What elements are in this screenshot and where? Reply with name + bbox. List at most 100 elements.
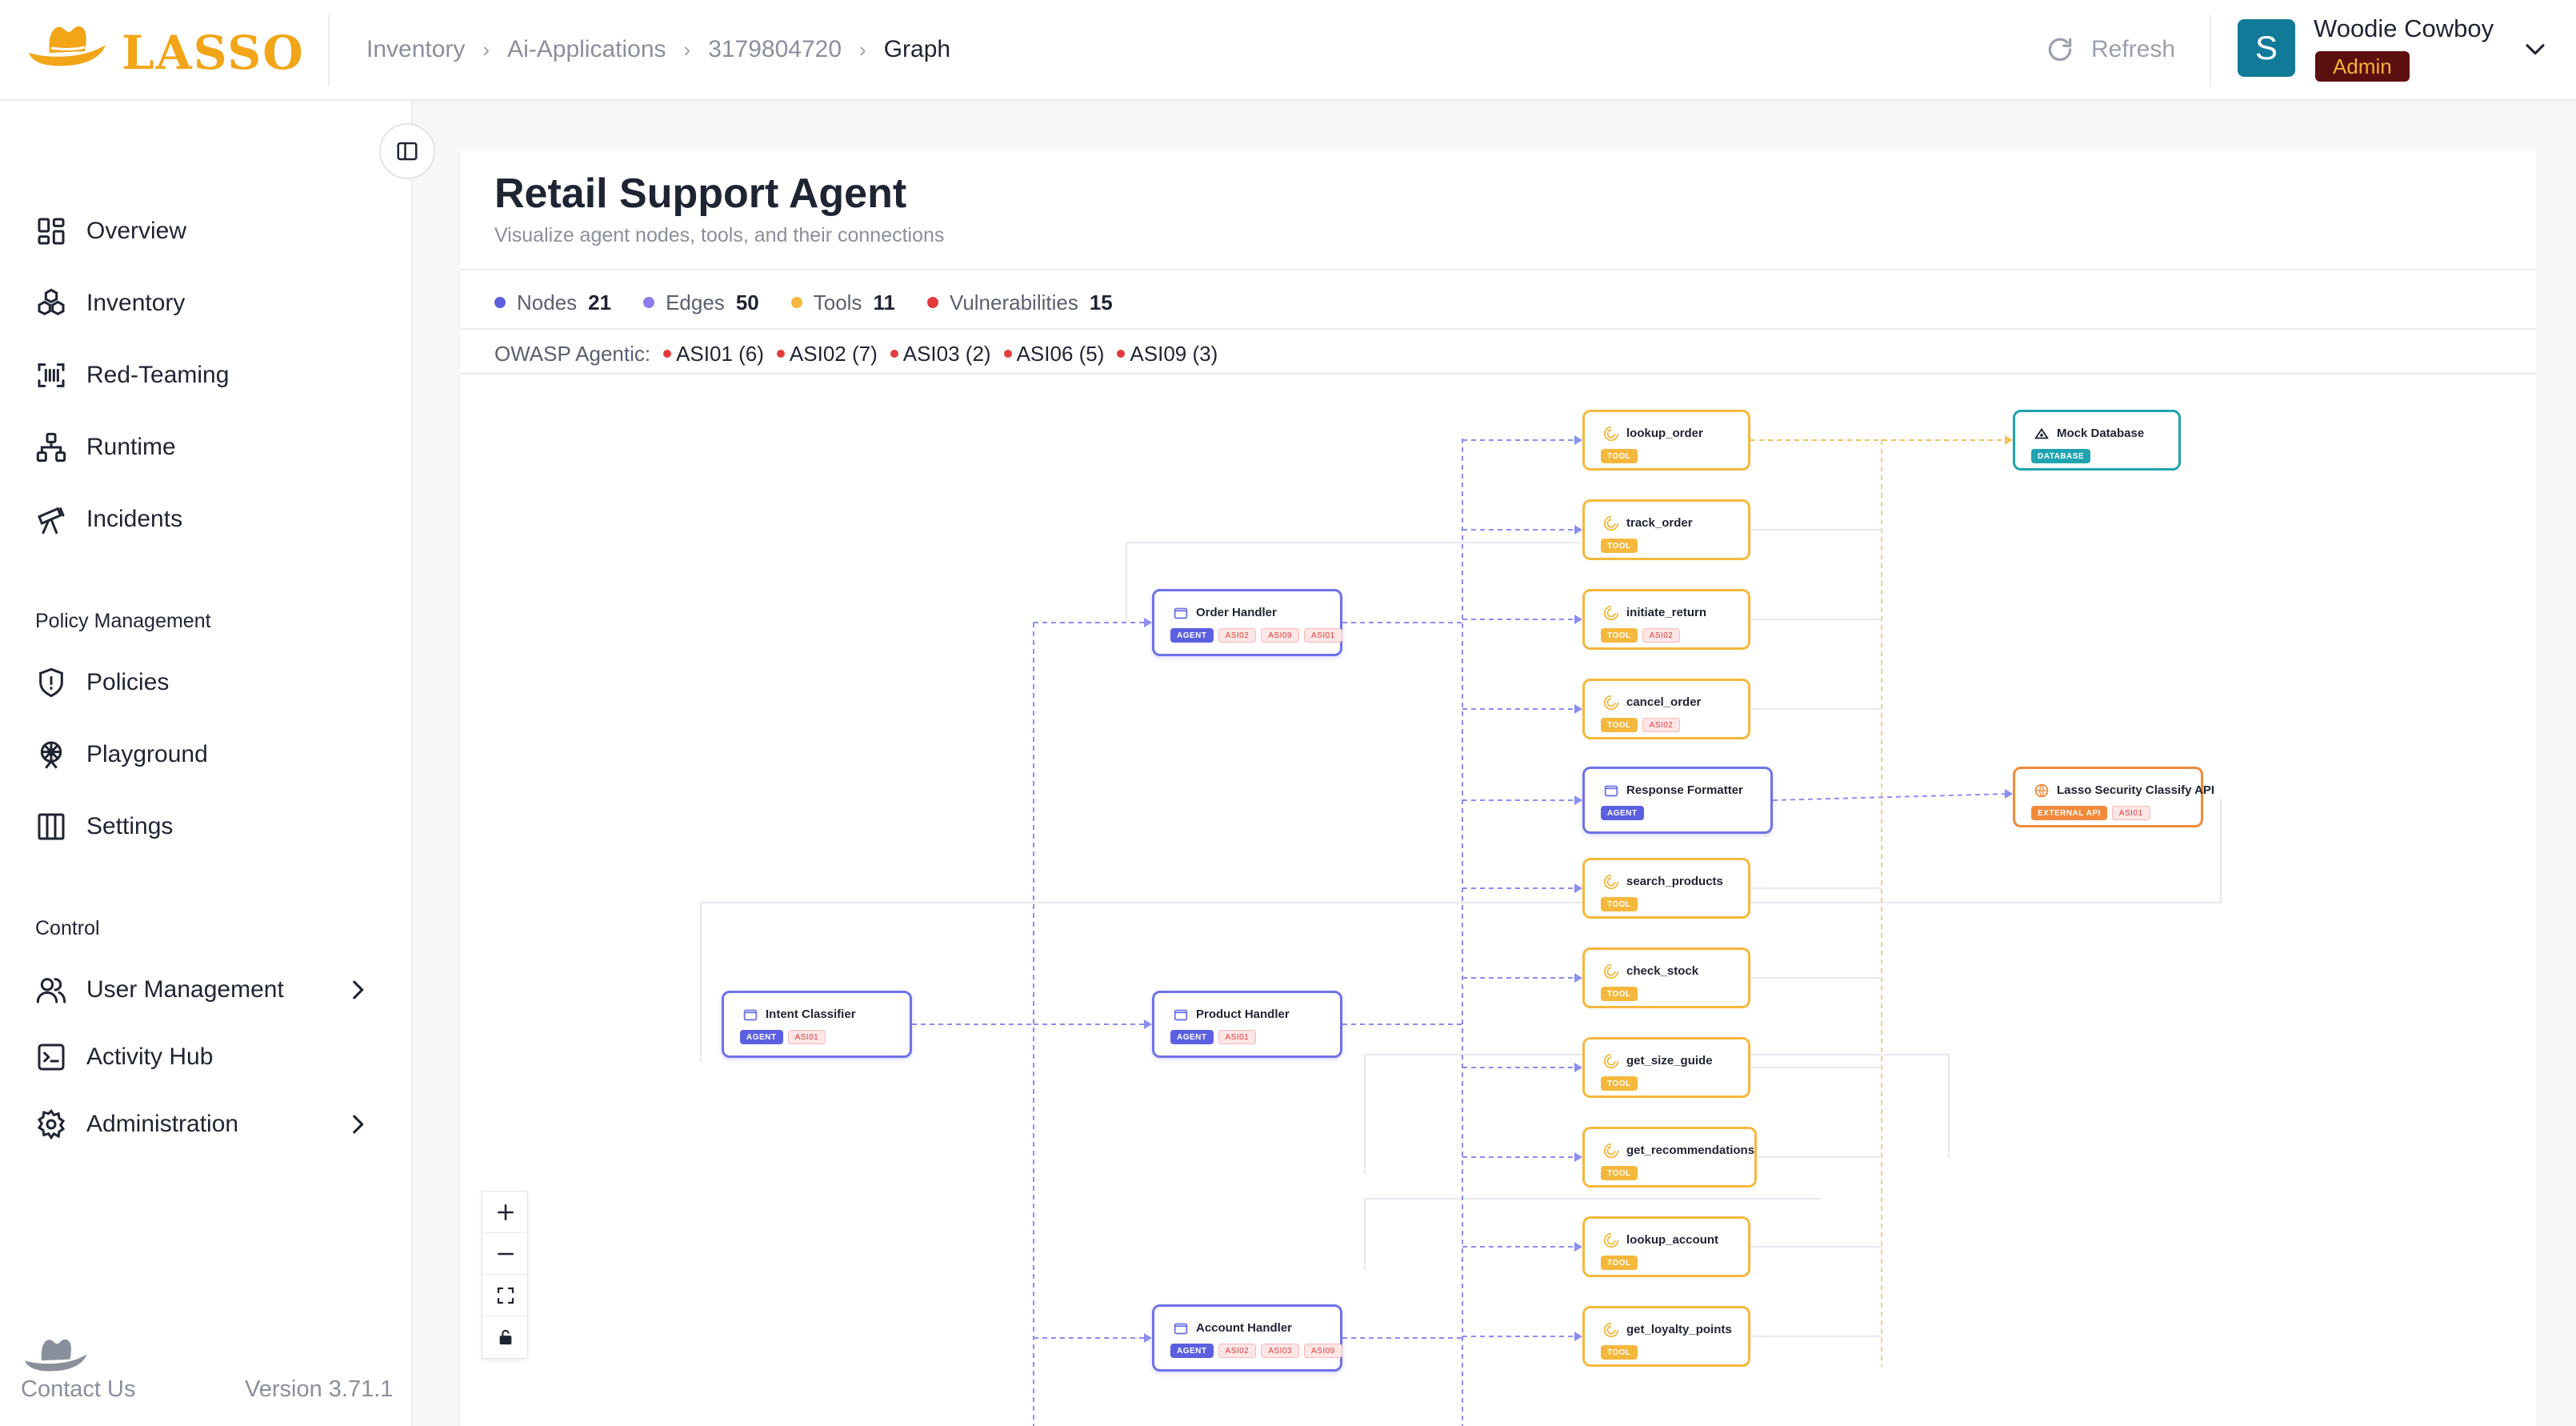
- divider: [461, 373, 2536, 375]
- header-divider: [328, 14, 330, 86]
- tool-icon: [1603, 695, 1619, 711]
- chevron-right-icon: ›: [482, 37, 490, 62]
- graph-edge: [1126, 542, 1581, 623]
- node-type-badge: TOOL: [1601, 1345, 1638, 1360]
- breadcrumb-inventory[interactable]: Inventory: [366, 36, 466, 62]
- owasp-tag-asi03[interactable]: ASI03 (2): [890, 342, 991, 367]
- avatar[interactable]: S: [2238, 19, 2295, 77]
- sidebar-toggle-icon: [397, 142, 418, 161]
- tool-icon: [1603, 874, 1619, 890]
- edge-arrow: [1574, 883, 1582, 893]
- edge-arrow: [1574, 795, 1582, 805]
- sidebar-item-label: Policies: [86, 669, 170, 695]
- edge-arrow: [1574, 704, 1582, 714]
- scan-icon: [38, 363, 65, 387]
- sidebar-item-incidents[interactable]: Incidents: [35, 499, 371, 539]
- version-label: Version 3.71.1: [245, 1376, 394, 1402]
- node-type-badge: EXTERNAL API: [2031, 806, 2107, 820]
- edge-arrow: [2005, 435, 2013, 445]
- contact-us-link[interactable]: Contact Us: [21, 1376, 136, 1402]
- sidebar-item-activity-hub[interactable]: Activity Hub: [35, 1037, 371, 1077]
- graph-edge: [1772, 793, 2010, 801]
- owasp-tag-asi06[interactable]: ASI06 (5): [1003, 342, 1104, 367]
- zoom-in-button[interactable]: [482, 1192, 529, 1233]
- stat-label: Nodes: [517, 290, 578, 314]
- vulnerability-badge: ASI02: [1642, 718, 1681, 732]
- sidebar-item-inventory[interactable]: Inventory: [35, 283, 371, 323]
- gear-icon: [37, 1108, 66, 1140]
- lasso-logo[interactable]: LASSO: [22, 21, 303, 80]
- sidebar-item-red-teaming[interactable]: Red-Teaming: [35, 355, 371, 395]
- lock-button[interactable]: [482, 1316, 529, 1358]
- sidebar-item-runtime[interactable]: Runtime: [35, 427, 371, 467]
- edge-arrow: [1574, 973, 1582, 983]
- refresh-button[interactable]: Refresh: [2045, 32, 2175, 67]
- node-label: check_stock: [1626, 964, 1699, 978]
- tool-icon: [1603, 515, 1619, 531]
- node-label: Order Handler: [1196, 606, 1277, 619]
- collapse-sidebar-button[interactable]: [379, 123, 435, 179]
- graph-edges: [700, 435, 2222, 1426]
- sidebar-item-overview[interactable]: Overview: [35, 211, 371, 251]
- sidebar-item-policies[interactable]: Policies: [35, 663, 371, 703]
- columns-icon: [38, 813, 65, 840]
- node-label: cancel_order: [1626, 695, 1702, 709]
- nodes-dot-icon: [494, 297, 506, 308]
- node-badges: TOOL: [1601, 897, 1642, 911]
- breadcrumb-app-id[interactable]: 3179804720: [708, 36, 842, 62]
- chevron-right-icon: ›: [683, 37, 691, 62]
- node-label: Response Formatter: [1626, 783, 1743, 797]
- sidebar-item-label: Activity Hub: [86, 1043, 214, 1070]
- sidebar-item-playground[interactable]: Playground: [35, 735, 371, 775]
- user-menu-chevron-down-icon[interactable]: [2522, 35, 2549, 66]
- vulnerability-badge: ASI01: [1304, 628, 1342, 643]
- chevron-right-icon: ›: [859, 37, 866, 62]
- node-label: track_order: [1626, 516, 1693, 530]
- owasp-tag-asi01[interactable]: ASI01 (6): [663, 342, 764, 367]
- breadcrumb-ai-applications[interactable]: Ai-Applications: [507, 36, 666, 62]
- chevron-right-icon: [353, 980, 364, 999]
- sidebar-item-label: User Management: [86, 976, 284, 1003]
- fit-view-button[interactable]: [482, 1275, 529, 1316]
- edge-arrow: [1574, 1152, 1582, 1162]
- zoom-out-button[interactable]: [482, 1233, 529, 1275]
- sidebar-item-settings[interactable]: Settings: [35, 807, 371, 847]
- owasp-tag-asi09[interactable]: ASI09 (3): [1117, 342, 1218, 367]
- graph-edge: [1364, 1198, 1821, 1271]
- edge-arrow: [1574, 435, 1582, 445]
- breadcrumb: Inventory › Ai-Applications › 3179804720…: [366, 34, 950, 66]
- database-icon: [2034, 427, 2050, 439]
- page-subtitle: Visualize agent nodes, tools, and their …: [494, 224, 945, 246]
- top-header: LASSO Inventory › Ai-Applications › 3179…: [0, 0, 2576, 101]
- telescope-icon: [38, 507, 65, 535]
- edge-arrow: [1144, 618, 1152, 627]
- lock-icon: [499, 1329, 512, 1345]
- node-badges: TOOL: [1601, 987, 1642, 1001]
- sidebar-item-administration[interactable]: Administration: [35, 1104, 371, 1144]
- node-type-badge: TOOL: [1601, 718, 1638, 732]
- owasp-tag-asi02[interactable]: ASI02 (7): [776, 342, 878, 367]
- sidebar-item-user-management[interactable]: User Management: [35, 970, 371, 1010]
- sidebar-item-label: Runtime: [86, 434, 176, 460]
